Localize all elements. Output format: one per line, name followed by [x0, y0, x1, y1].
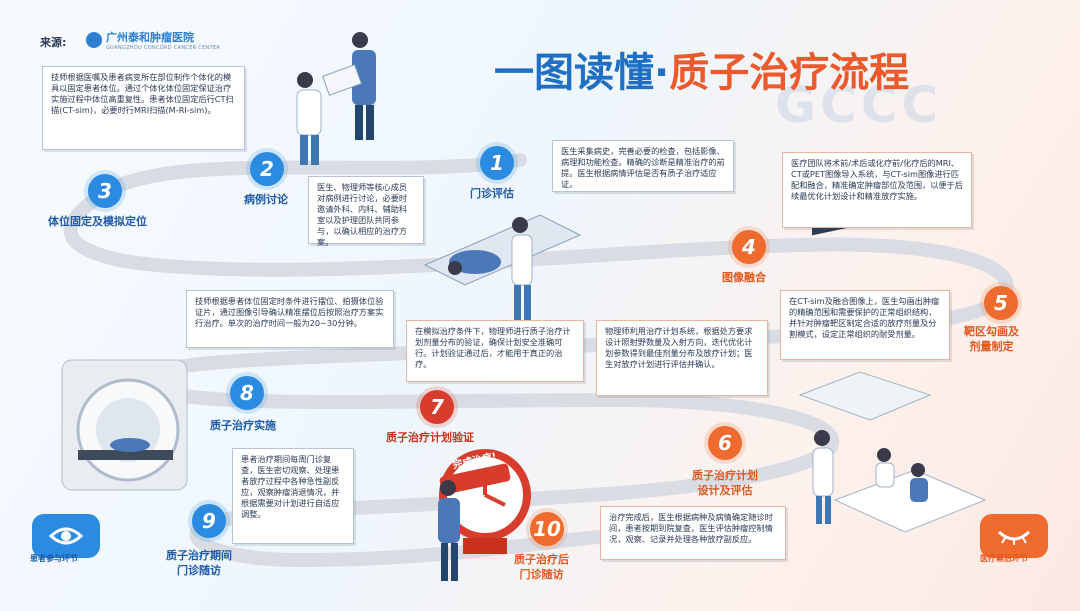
step-8-label: 质子治疗实施	[210, 419, 276, 432]
step-3-box: 技师根据医嘱及患者病变所在部位制作个体化的模具以固定患者体位。通过个体化体位固定…	[42, 66, 245, 150]
step-9-label: 质子治疗期间 门诊随访	[166, 549, 232, 577]
step-10-number: 10	[530, 512, 564, 546]
step-2-label: 病例讨论	[244, 193, 288, 206]
step-1-number: 1	[480, 146, 514, 180]
backstage-badge	[980, 514, 1048, 558]
page-title: 一图读懂·质子治疗流程	[494, 40, 909, 98]
patient-badge-label: 患者参与环节	[30, 554, 78, 563]
step-6-box: 物理师利用治疗计划系统，根据处方要求设计照射野数量及入射方向，迭代优化计划参数得…	[596, 320, 768, 396]
step-7-box: 在模拟治疗条件下，物理师进行质子治疗计划剂量分布的验证，确保计划安全准确可行。计…	[406, 320, 584, 382]
step-10-label: 质子治疗后 门诊随访	[514, 553, 569, 581]
step-3-number: 3	[88, 174, 122, 208]
doctors-illustration	[296, 32, 376, 165]
title-part1: 一图读懂·	[494, 50, 670, 96]
hospital-name-en: GUANGZHOU CONCORD CANCER CENTER	[106, 45, 221, 51]
step-5-label: 靶区勾画及 剂量制定	[964, 325, 1019, 353]
step-2-box: 医生、物理师等核心成员对病例进行讨论，必要时邀请外科、内科、辅助科室以及护理团队…	[308, 176, 424, 247]
step-4-box: 医疗团队将术前/术后或化疗前/化疗后的MRI、CT或PET图像导入系统，与CT-…	[782, 152, 972, 228]
step-1-box: 医生采集病史，完善必要的检查，包括影像、病理和功能检查。精确的诊断是精准治疗的前…	[552, 140, 734, 192]
backstage-badge-label: 医疗幕后环节	[980, 554, 1028, 563]
title-part2: 质子治疗流程	[669, 50, 910, 96]
step-8-number: 8	[230, 376, 264, 410]
eye-icon	[49, 527, 83, 545]
gantry-illustration	[61, 359, 188, 491]
watermark: GCCC	[775, 76, 943, 134]
patient-badge	[32, 514, 100, 558]
hospital-logo-icon	[86, 32, 102, 48]
step-1-label: 门诊评估	[470, 187, 514, 200]
step-4-label: 图像融合	[722, 271, 766, 284]
step-6-number: 6	[708, 426, 742, 460]
step-5-box: 在CT-sim及融合图像上，医生勾画出肿瘤的精确范围和需要保护的正常组织结构，并…	[780, 290, 950, 360]
step-4-number: 4	[732, 230, 766, 264]
source-label: 来源:	[40, 36, 67, 49]
step-7-number: 7	[420, 390, 454, 424]
step-9-number: 9	[192, 504, 226, 538]
step-10-box: 治疗完成后，医生根据病种及病情确定随诊时间，患者按期到院复查，医生评估肿瘤控制情…	[600, 506, 786, 560]
closed-eye-icon	[997, 530, 1031, 545]
step-5-number: 5	[984, 286, 1018, 320]
step-7-label: 质子治疗计划验证	[386, 431, 474, 444]
step-9-box: 患者治疗期间每周门诊复查，医生密切观察、处理患者放疗过程中各种急性副反应，观察肿…	[232, 448, 354, 544]
step-6-label: 质子治疗计划 设计及评估	[692, 469, 758, 497]
step-8-box: 技师根据患者体位固定时条件进行摆位、拍摄体位验证片，通过图像引导确认精准摆位后按…	[186, 290, 394, 348]
hospital-name: 广州泰和肿瘤医院	[106, 31, 194, 44]
patient-bed-illustration	[423, 214, 582, 320]
step-3-label: 体位固定及模拟定位	[48, 215, 147, 228]
completion-clock-illustration	[438, 449, 531, 581]
step-2-number: 2	[250, 152, 284, 186]
hospital-logo: 广州泰和肿瘤医院 GUANGZHOU CONCORD CANCER CENTER	[86, 29, 220, 51]
